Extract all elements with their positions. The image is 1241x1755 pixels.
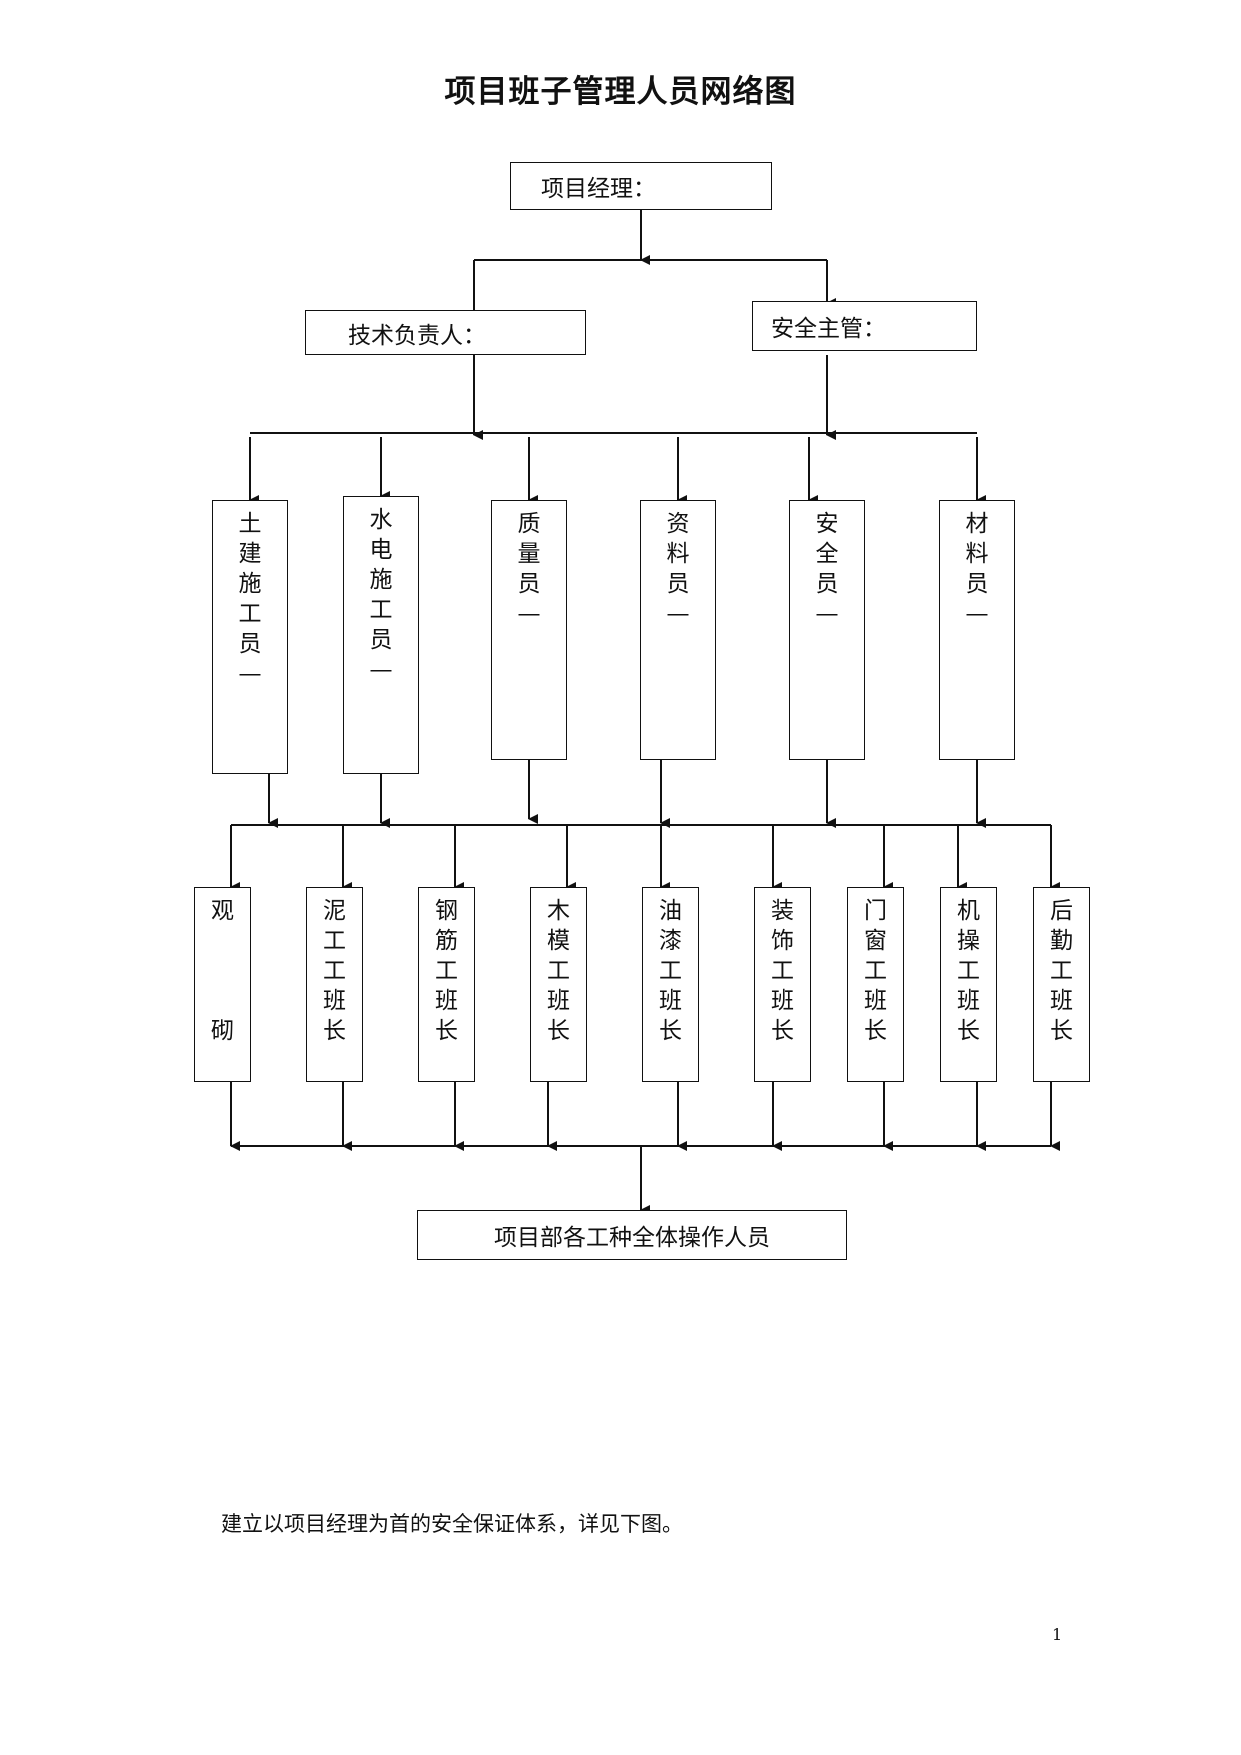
staff-box-plumbing-electrical: 水电施工员— [343, 496, 419, 774]
team-box-machinery: 机操工班长 [940, 887, 997, 1082]
staff-box-civil: 土建施工员— [212, 500, 288, 774]
all-workers-box: 项目部各工种全体操作人员 [417, 1210, 847, 1260]
staff-box-quality: 质量员— [491, 500, 567, 760]
team-box-painting: 油漆工班长 [642, 887, 699, 1082]
team-box-decoration: 装饰工班长 [754, 887, 811, 1082]
staff-box-materials: 材料员— [939, 500, 1015, 760]
team-box-masonry: 观 砌 [194, 887, 251, 1082]
team-box-rebar: 钢筋工班长 [418, 887, 475, 1082]
staff-box-safety: 安全员— [789, 500, 865, 760]
staff-box-documents: 资料员— [640, 500, 716, 760]
technical-lead-box: 技术负责人： [305, 310, 586, 355]
page-title: 项目班子管理人员网络图 [444, 74, 797, 110]
all-workers-label: 项目部各工种全体操作人员 [494, 1225, 770, 1251]
safety-system-note: 建立以项目经理为首的安全保证体系，详见下图。 [221, 1512, 683, 1536]
safety-supervisor-box: 安全主管： [752, 301, 977, 351]
project-manager-box: 项目经理： [510, 162, 772, 210]
page-number: 1 [1052, 1625, 1063, 1644]
project-manager-label: 项目经理： [541, 176, 656, 202]
team-box-doors-windows: 门窗工班长 [847, 887, 904, 1082]
technical-lead-label: 技术负责人： [348, 322, 486, 349]
team-box-logistics: 后勤工班长 [1033, 887, 1090, 1082]
team-box-formwork: 木模工班长 [530, 887, 587, 1082]
safety-supervisor-label: 安全主管： [771, 316, 886, 342]
team-box-plasterer: 泥工工班长 [306, 887, 363, 1082]
